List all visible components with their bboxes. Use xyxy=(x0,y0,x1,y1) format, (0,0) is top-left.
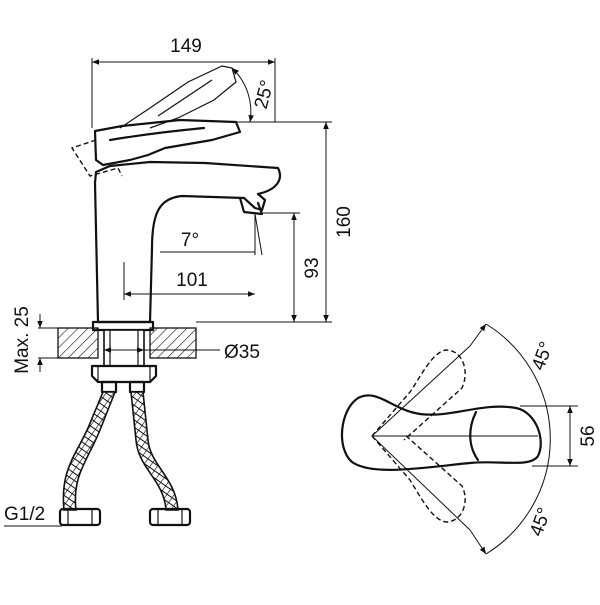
top-handle-rotated-down xyxy=(371,433,466,523)
top-rotation-arrow-up xyxy=(469,323,487,347)
hose-connector-right xyxy=(128,380,146,394)
top-view: 45° 45° 56 xyxy=(340,323,599,555)
dim-rotation-upper-label: 45° xyxy=(528,339,558,373)
dim-spout-angle-label: 7° xyxy=(181,230,199,251)
dim-spout-reach-label: 101 xyxy=(176,270,208,291)
deck-right-section xyxy=(149,327,197,359)
faucet-body-outline xyxy=(93,160,282,324)
handle-raised-inner xyxy=(157,79,213,117)
hose-right xyxy=(130,391,179,511)
handle-tilted-back-dashed xyxy=(70,139,123,177)
dim-lever-angle-arc xyxy=(231,67,254,123)
top-rotation-arrow-down xyxy=(469,529,487,555)
dim-spout-height-label: 93 xyxy=(302,257,323,278)
side-view: 149 25° 160 93 7° 101 Max. 25 Ø35 xyxy=(4,36,355,527)
handle-raised-position xyxy=(119,65,237,129)
hose-end-nut-left xyxy=(58,507,102,527)
dim-handle-width-label: 56 xyxy=(578,425,599,446)
dim-height-total-label: 160 xyxy=(334,206,355,238)
top-handle-outline xyxy=(340,394,542,471)
top-rotation-ray-down xyxy=(371,435,471,531)
dim-deck-thickness-label: Max. 25 xyxy=(12,306,33,374)
dim-hole-diameter-label: Ø35 xyxy=(224,342,260,363)
dim-7-tilted xyxy=(254,213,263,256)
dim-width-top-label: 149 xyxy=(170,36,202,57)
spout-nozzle xyxy=(238,196,264,216)
handle-inner-curve xyxy=(108,126,206,142)
top-handle-inner xyxy=(469,410,480,462)
dim-thread-label: G1/2 xyxy=(4,504,45,525)
dim-lever-angle-label: 25° xyxy=(251,78,279,111)
hose-end-nut-right xyxy=(148,507,192,527)
top-handle-rotated-up xyxy=(371,349,466,441)
top-rotation-arc xyxy=(485,323,551,555)
faucet-base-collar xyxy=(91,320,155,332)
hose-connector-left xyxy=(100,380,118,394)
hose-left xyxy=(62,391,117,511)
handle-outline xyxy=(93,118,242,167)
top-rotation-ray-up xyxy=(371,345,471,437)
deck-left-section xyxy=(57,327,99,359)
mounting-nut xyxy=(90,364,158,384)
